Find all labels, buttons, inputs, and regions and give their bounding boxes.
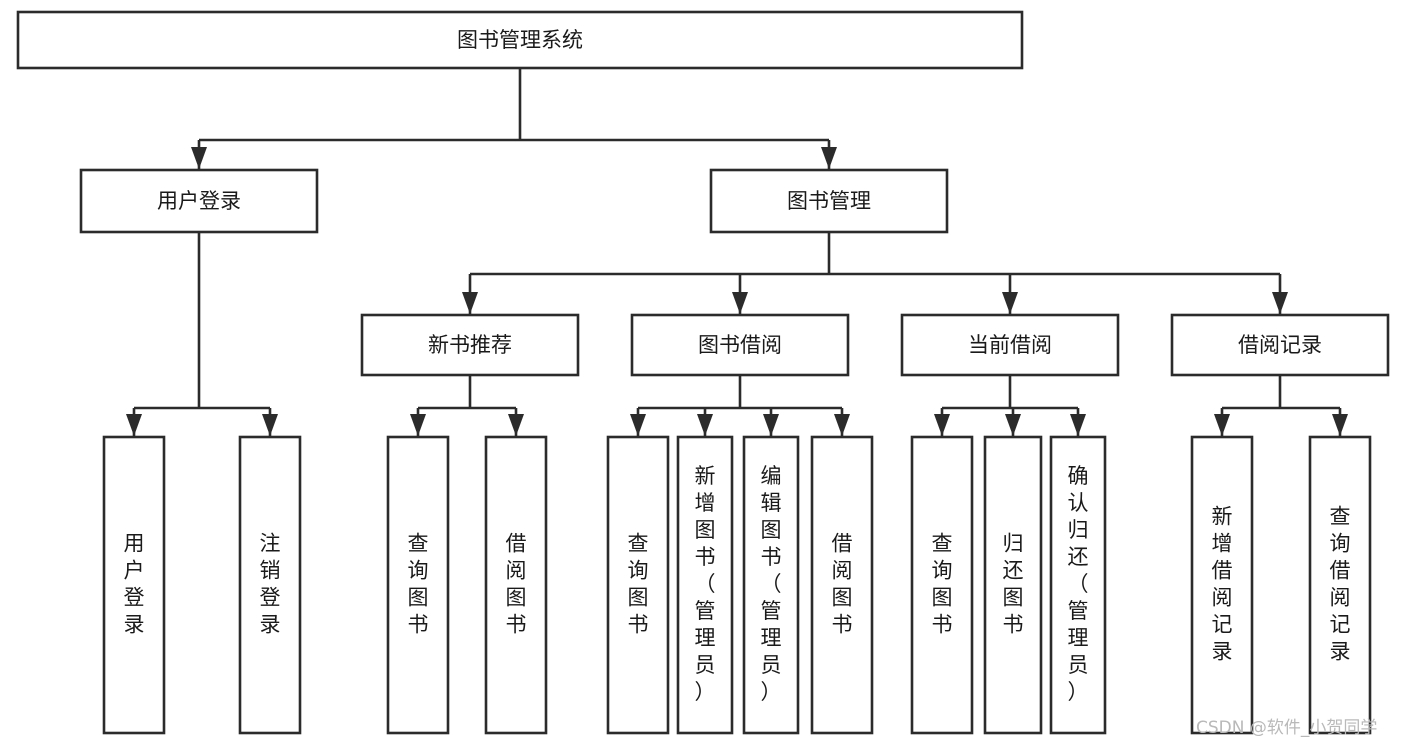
arrow-head-icon [630, 414, 646, 436]
node-level3-1[interactable]: 图书借阅 [630, 313, 850, 377]
node-level2-0[interactable]: 用户登录 [79, 168, 319, 234]
node-leaf-8-label: 查询图书 [932, 532, 953, 637]
arrow-head-icon [191, 147, 207, 169]
node-leaf-7-label: 借阅图书 [832, 532, 853, 637]
node-leaf-11[interactable]: 新增借阅记录 [1190, 435, 1254, 735]
node-leaf-2[interactable]: 查询图书 [386, 435, 450, 735]
arrow-head-icon [1070, 414, 1086, 436]
node-root-book-management-system[interactable]: 图书管理系统 [16, 10, 1024, 70]
node-level3-1-label: 图书借阅 [698, 333, 782, 357]
node-level2-0-label: 用户登录 [157, 189, 241, 213]
arrow-head-icon [262, 414, 278, 436]
node-leaf-5-box[interactable] [676, 435, 734, 735]
node-leaf-9-label: 归还图书 [1003, 532, 1024, 637]
node-level3-0-box[interactable] [360, 313, 580, 377]
arrow-head-icon [934, 414, 950, 436]
node-level3-3-box[interactable] [1170, 313, 1390, 377]
node-leaf-11-box[interactable] [1190, 435, 1254, 735]
arrow-head-icon [1332, 414, 1348, 436]
arrow-head-icon [732, 292, 748, 314]
arrow-head-icon [821, 147, 837, 169]
node-level3-2-box[interactable] [900, 313, 1120, 377]
node-root-book-management-system-box[interactable] [16, 10, 1024, 70]
node-leaf-2-label: 查询图书 [408, 532, 429, 637]
node-leaf-10-label: 确认归还（管理员） [1068, 464, 1089, 704]
node-level2-1-label: 图书管理 [787, 189, 871, 213]
node-layer: 图书管理系统用户登录图书管理新书推荐图书借阅当前借阅借阅记录用户登录注销登录查询… [16, 10, 1390, 735]
node-leaf-4-box[interactable] [606, 435, 670, 735]
connector-layer [126, 68, 1348, 436]
node-leaf-0-box[interactable] [102, 435, 166, 735]
arrow-head-icon [410, 414, 426, 436]
node-level3-0[interactable]: 新书推荐 [360, 313, 580, 377]
node-level3-3[interactable]: 借阅记录 [1170, 313, 1390, 377]
node-level2-1-box[interactable] [709, 168, 949, 234]
node-level2-1[interactable]: 图书管理 [709, 168, 949, 234]
arrow-head-icon [508, 414, 524, 436]
node-level3-0-label: 新书推荐 [428, 333, 512, 357]
node-leaf-9[interactable]: 归还图书 [983, 435, 1043, 735]
node-leaf-0[interactable]: 用户登录 [102, 435, 166, 735]
node-leaf-12[interactable]: 查询借阅记录 [1308, 435, 1372, 735]
node-leaf-6-box[interactable] [742, 435, 800, 735]
arrow-head-icon [697, 414, 713, 436]
node-level3-3-label: 借阅记录 [1238, 333, 1322, 357]
node-leaf-4-label: 查询图书 [628, 532, 649, 637]
node-leaf-3[interactable]: 借阅图书 [484, 435, 548, 735]
node-leaf-6-label: 编辑图书（管理员） [761, 464, 782, 704]
arrow-head-icon [126, 414, 142, 436]
node-leaf-4[interactable]: 查询图书 [606, 435, 670, 735]
node-leaf-11-label: 新增借阅记录 [1212, 505, 1233, 664]
node-level3-1-box[interactable] [630, 313, 850, 377]
node-leaf-5[interactable]: 新增图书（管理员） [676, 435, 734, 735]
node-leaf-1[interactable]: 注销登录 [238, 435, 302, 735]
node-leaf-9-box[interactable] [983, 435, 1043, 735]
arrow-head-icon [1272, 292, 1288, 314]
node-leaf-1-label: 注销登录 [260, 532, 281, 637]
node-leaf-12-label: 查询借阅记录 [1330, 505, 1351, 664]
node-leaf-8-box[interactable] [910, 435, 974, 735]
node-leaf-2-box[interactable] [386, 435, 450, 735]
node-leaf-1-box[interactable] [238, 435, 302, 735]
node-leaf-12-box[interactable] [1308, 435, 1372, 735]
csdn-watermark: CSDN @软件_小贺同学 [1196, 718, 1377, 738]
arrow-head-icon [763, 414, 779, 436]
node-leaf-7-box[interactable] [810, 435, 874, 735]
arrow-head-icon [1005, 414, 1021, 436]
node-level2-0-box[interactable] [79, 168, 319, 234]
arrow-head-icon [462, 292, 478, 314]
node-level3-2-label: 当前借阅 [968, 333, 1052, 357]
node-leaf-3-box[interactable] [484, 435, 548, 735]
node-leaf-10[interactable]: 确认归还（管理员） [1049, 435, 1107, 735]
node-level3-2[interactable]: 当前借阅 [900, 313, 1120, 377]
node-leaf-10-box[interactable] [1049, 435, 1107, 735]
node-leaf-3-label: 借阅图书 [506, 532, 527, 637]
arrow-head-icon [834, 414, 850, 436]
arrow-head-icon [1002, 292, 1018, 314]
node-leaf-6[interactable]: 编辑图书（管理员） [742, 435, 800, 735]
node-root-book-management-system-label: 图书管理系统 [457, 28, 583, 52]
node-leaf-7[interactable]: 借阅图书 [810, 435, 874, 735]
node-leaf-5-label: 新增图书（管理员） [695, 464, 716, 704]
arrow-head-icon [1214, 414, 1230, 436]
node-leaf-0-label: 用户登录 [124, 532, 145, 637]
node-leaf-8[interactable]: 查询图书 [910, 435, 974, 735]
